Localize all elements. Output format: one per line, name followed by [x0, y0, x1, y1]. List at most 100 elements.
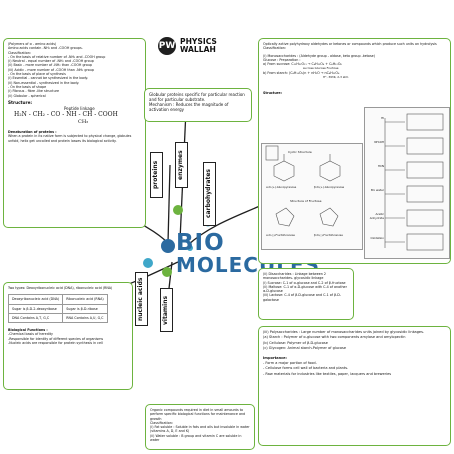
- physics-wallah-logo: PW: [158, 37, 176, 55]
- carb-classification: Classification:: [263, 46, 286, 51]
- vitamins-line: (i) Fat soluble : Soluble in fats and oi…: [150, 425, 251, 434]
- vitamins-box: Organic compounds required in diet in sm…: [145, 404, 255, 450]
- table-cell: RNA Contains A,U, G,C: [62, 312, 108, 324]
- nucleic-intro: Two types: Deoxyribonucleic acid (DNA), …: [8, 286, 113, 290]
- reagent-label: NH₂OH: [374, 140, 384, 144]
- carb-starch-conditions: H⁺, 393K, 2-3 atm: [323, 75, 349, 80]
- alpha-glucopyranose-label: α-D-(+)-Glucopyranose: [266, 186, 297, 189]
- peptide-formula: H₂N - CH₂ - CO - NH - CH - COOH: [14, 111, 118, 119]
- polysaccharides-box: (iii) Polysaccharides : Large number of …: [258, 326, 451, 446]
- beta-fructofuranose-label: β-D-(-)-Fructofuranose: [314, 234, 343, 237]
- reagent-label: HI: [381, 116, 384, 120]
- table-cell: Sugar is β-D-ribose: [62, 303, 108, 314]
- carb-structure-title: Structure:: [263, 91, 282, 96]
- polysaccharides-list: (a) Starch : Polymer of α-glucose with t…: [263, 335, 446, 351]
- enzymes-definition: Globular proteins specific for particula…: [149, 92, 245, 102]
- denaturation-title: Denaturation of proteins :: [8, 130, 57, 135]
- alpha-fructofuranose-label: α-D-(-)-Fructofuranose: [266, 234, 295, 237]
- importance-item: - Form a major portion of food.: [263, 361, 317, 366]
- disaccharides-list: (i) Sucrose: C-1 of α-glucose and C-2 of…: [263, 281, 349, 302]
- node-center: [161, 239, 175, 253]
- vitamins-content: Organic compounds required in diet in sm…: [150, 408, 250, 442]
- disaccharides-box: (ii) Disaccharides : Linkage between 2 m…: [258, 268, 354, 320]
- vitamins-line: Organic compounds required in diet in sm…: [150, 408, 247, 421]
- beta-glucopyranose-label: β-D-(+)-Glucopyranose: [314, 186, 345, 189]
- carb-from-sucrose: a) From sucrose: C₁₂H₂₂O₁₁ → C₆H₁₂O₆ + C…: [263, 62, 342, 67]
- table-row: DNA Contains A,T, G,C RNA Contains A,U, …: [7, 312, 108, 324]
- branch-label-proteins: proteins: [150, 152, 163, 198]
- branch-label-vitamins: vitamins: [160, 288, 173, 332]
- carb-monosaccharides: (i) Monosaccharides : (Aldehyde group - …: [263, 53, 375, 58]
- disaccharide-item: (ii) Maltose: C-1 of α-D-glucose with C-…: [263, 284, 348, 294]
- table-header-rna: Ribonucleic acid (RNA): [62, 294, 108, 305]
- center-title-line-1: BIO: [176, 230, 225, 256]
- vitamins-line: (ii) Water soluble : B group and vitamin…: [150, 433, 243, 443]
- disaccharide-item: (iii) Lactose: C-4 of β-D-glucose and C-…: [263, 293, 341, 302]
- glucose-structure-diagram: Cyclic Structure α-D-(+)-Glucopyranose β…: [261, 143, 363, 250]
- nucleic-function-item: -Chemical basis of heredity: [8, 332, 53, 337]
- table-cell: Sugar is β-D-2-deoxyribose: [7, 303, 64, 314]
- disaccharide-item: (i) Sucrose: C-1 of α-glucose and C-2 of…: [263, 280, 346, 285]
- proteins-structure-title: Structure:: [8, 99, 33, 105]
- reagent-label: Oxidation: [370, 236, 384, 240]
- nucleic-acids-box: Two types: Deoxyribonucleic acid (DNA), …: [3, 282, 133, 390]
- branch-label-nucleic-acids: nucleic acids: [135, 272, 148, 326]
- brand-line-2: WALLAH: [180, 45, 216, 54]
- nucleic-functions-title: Biological Functions :: [8, 328, 48, 333]
- brand-line-1: PHYSICS: [180, 37, 217, 46]
- proteins-line: (i) Neutral - equal number of -NH₂ and -…: [8, 59, 94, 64]
- reagent-label: HCN: [377, 164, 384, 168]
- proteins-line: (iii) Acidic - more number of -COOH than…: [8, 67, 94, 72]
- branch-label-carbohydrates: carbohydrates: [203, 162, 216, 226]
- importance-list: - Form a major portion of food.- Cellulo…: [263, 361, 446, 377]
- table-header-dna: Deoxyribonucleic acid (DNA): [7, 294, 64, 305]
- reaction-arrows: [384, 113, 444, 251]
- carb-intro: Optically active polyhydroxy aldehydes o…: [263, 42, 437, 46]
- carb-sucrose-labels: sucrose Glucose Fructose: [303, 66, 339, 71]
- proteins-line: (i) Fibrous - fibre -like structure: [8, 89, 59, 94]
- cyclic-structure-label: Cyclic Structure: [288, 150, 312, 154]
- peptide-formula-sub: CH₃: [78, 118, 89, 125]
- polysaccharide-item: (b) Cellulose: Polymer of β-D-glucose: [263, 340, 328, 345]
- brand-name: PHYSICS WALLAH: [180, 38, 217, 54]
- reagent-label: Acetic Anhydride: [369, 212, 384, 221]
- node-small-1: [187, 245, 193, 251]
- proteins-line: Classification:: [8, 50, 31, 55]
- proteins-line: (ii) Basic - more number of -NH₂ than -C…: [8, 63, 93, 68]
- proteins-line: (ii) Globular - spherical: [8, 93, 46, 98]
- denaturation-text: When a protein in its native form is sub…: [8, 134, 132, 143]
- carb-glucose-prep: Glucose : Preparation :: [263, 57, 301, 62]
- importance-item: - Raw materials for industries like text…: [263, 371, 392, 376]
- node-nucleic: [143, 258, 153, 268]
- table-row: Sugar is β-D-2-deoxyribose Sugar is β-D-…: [7, 303, 108, 314]
- polysaccharides-title: (iii) Polysaccharides : Large number of …: [263, 330, 425, 334]
- glucose-ring-drawings: [265, 145, 341, 227]
- table-cell: DNA Contains A,T, G,C: [7, 312, 64, 324]
- carbohydrates-box: Optically active polyhydroxy aldehydes o…: [258, 38, 451, 264]
- fructose-structure-label: Structure of Fructose: [290, 199, 322, 203]
- enzymes-box: Globular proteins specific for particula…: [144, 88, 252, 122]
- reagent-label: Br₂ water: [370, 188, 384, 192]
- carb-from-starch: b) From starch: (C₆H₁₀O₅)n + nH₂O → nC₆H…: [263, 70, 340, 75]
- enzymes-mechanism: Mechanism : Reduces the magnitude of act…: [149, 102, 229, 112]
- proteins-box: (Polymers of α - amino acids)Amino acids…: [3, 38, 146, 228]
- nucleic-function-item: -Nucleic acids are responsible for prote…: [8, 341, 103, 346]
- branch-label-enzymes: enzymes: [175, 142, 188, 188]
- node-vitamins: [162, 267, 172, 277]
- peptide-linkage-label: Peptide linkage: [64, 106, 95, 112]
- proteins-line: Amino acids contain -NH₂ and -COOH group…: [8, 46, 83, 51]
- vitamins-line: Classification:: [150, 420, 173, 425]
- disaccharides-title: (ii) Disaccharides : Linkage between 2 m…: [263, 272, 326, 281]
- proteins-line: - On the basis of shape: [8, 84, 47, 89]
- proteins-line: (Polymers of α - amino acids): [8, 42, 57, 46]
- dna-rna-table: Deoxyribonucleic acid (DNA) Ribonucleic …: [7, 294, 108, 324]
- proteins-line: (ii) Non-essential - synthesized in the …: [8, 80, 80, 85]
- node-enzymes: [173, 205, 183, 215]
- nucleic-functions: -Chemical basis of heredity-Responsible …: [8, 332, 128, 345]
- proteins-line: (i) Essential - cannot be synthesized in…: [8, 76, 89, 81]
- proteins-line: - On the basis of relative number of -NH…: [8, 54, 106, 59]
- proteins-classification: (Polymers of α - amino acids)Amino acids…: [8, 42, 141, 98]
- polysaccharide-item: (a) Starch : Polymer of α-glucose with t…: [263, 335, 406, 340]
- importance-title: Importance:: [263, 355, 287, 360]
